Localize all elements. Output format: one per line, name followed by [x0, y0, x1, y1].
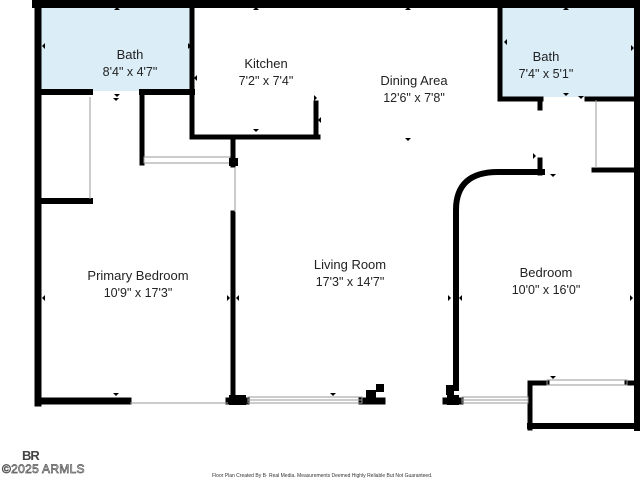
- room-kitchen: Kitchen 7'2" x 7'4": [206, 55, 326, 89]
- brand-logo: BR ©2025 ARMLS: [2, 448, 85, 478]
- room-name: Kitchen: [244, 56, 288, 71]
- room-name: Bath: [116, 47, 144, 62]
- room-dimensions: 10'9" x 17'3": [103, 285, 173, 300]
- room-dining: Dining Area 12'6" x 7'8": [344, 72, 484, 106]
- room-name: Primary Bedroom: [87, 268, 189, 283]
- room-primary-bedroom: Primary Bedroom 10'9" x 17'3": [68, 267, 208, 301]
- fixtures: [229, 158, 459, 405]
- room-dimensions: 17'3" x 14'7": [315, 274, 385, 289]
- room-name: Dining Area: [380, 73, 448, 88]
- room-dimensions: 7'2" x 7'4": [238, 73, 294, 88]
- room-living-room: Living Room 17'3" x 14'7": [280, 256, 420, 290]
- room-bath-left: Bath 8'4" x 4'7": [70, 46, 190, 80]
- logo-mark: BR: [22, 448, 40, 463]
- room-bath-right: Bath 7'4" x 5'1": [486, 48, 606, 82]
- copyright-text: ©2025 ARMLS: [2, 462, 85, 477]
- room-dimensions: 7'4" x 5'1": [518, 66, 574, 81]
- bath-right-fill: [501, 6, 635, 97]
- room-name: Bedroom: [519, 265, 573, 280]
- bath-left-fill: [40, 6, 192, 91]
- room-dimensions: 8'4" x 4'7": [102, 64, 158, 79]
- windows: [89, 97, 628, 404]
- room-dimensions: 12'6" x 7'8": [383, 90, 445, 105]
- dimension-ticks: [42, 7, 634, 396]
- room-name: Bath: [532, 49, 560, 64]
- room-bedroom: Bedroom 10'0" x 16'0": [476, 264, 616, 298]
- room-name: Living Room: [313, 257, 387, 272]
- room-dimensions: 10'0" x 16'0": [511, 282, 581, 297]
- footer-disclaimer: Floor Plan Created By B· Real Media. Mea…: [212, 473, 433, 479]
